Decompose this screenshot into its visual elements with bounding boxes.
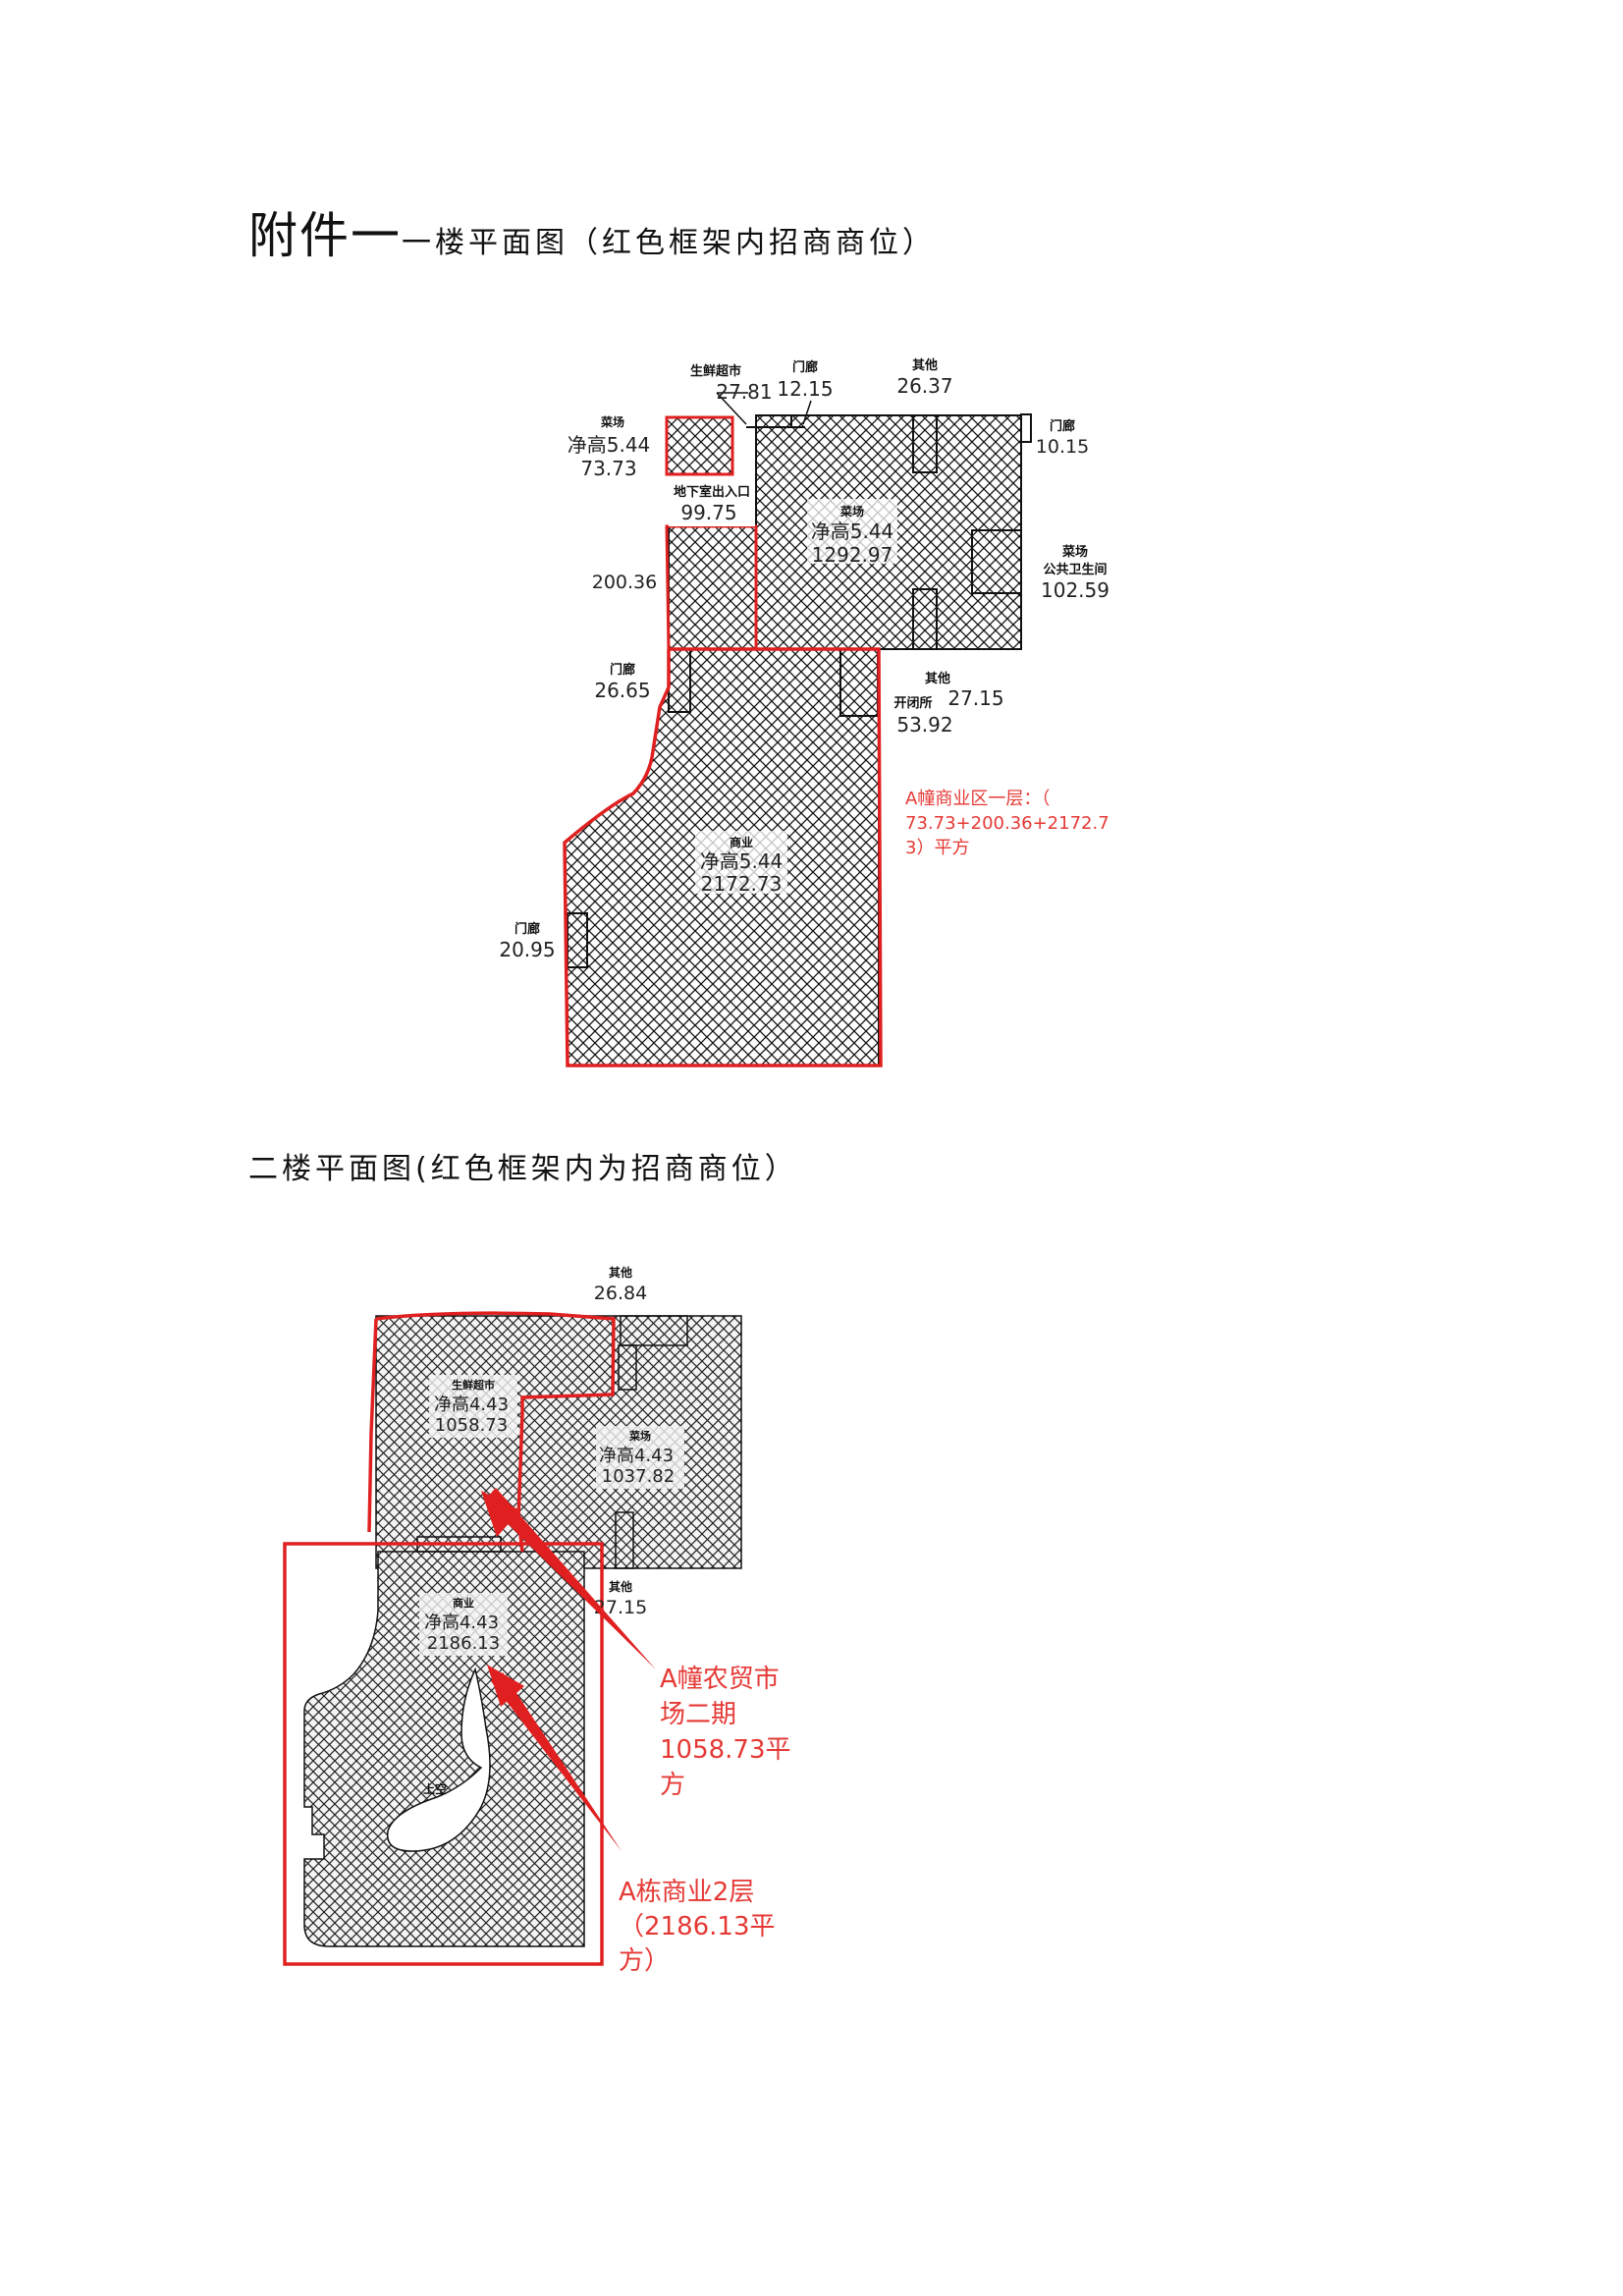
floor2-commerce-area bbox=[303, 1551, 585, 1947]
floor1-leader-lines bbox=[716, 392, 812, 425]
label-veg-left: 菜场 bbox=[600, 414, 624, 429]
floor1-annotation-line2: 73.73+200.36+2172.7 bbox=[905, 813, 1109, 834]
floor1-door-outline bbox=[1020, 413, 1032, 443]
arrow-to-supermarket bbox=[484, 1488, 656, 1669]
label-f2-veg-area: 1037.82 bbox=[602, 1466, 675, 1487]
label-supermarket: 生鲜超市 bbox=[690, 363, 741, 379]
f2-veg-label-bg bbox=[596, 1426, 684, 1489]
appendix-label: 附件一 bbox=[248, 207, 402, 264]
label-f2-other-bottom: 其他 bbox=[609, 1579, 632, 1594]
label-commerce: 商业 bbox=[730, 835, 753, 849]
underground-entrance-box bbox=[669, 479, 755, 526]
floor1-title: 一楼平面图（红色框架内招商商位） bbox=[402, 226, 936, 260]
label-area-200: 200.36 bbox=[592, 572, 657, 593]
veg-main-label-bg bbox=[807, 499, 897, 564]
floor2-title: 二楼平面图(红色框架内为招商商位） bbox=[248, 1152, 798, 1186]
commerce-label-bg bbox=[695, 831, 787, 894]
floor1-porch-lines bbox=[746, 415, 805, 428]
label-toilet: 公共卫生间 bbox=[1043, 562, 1107, 577]
floor1-veg-small-area bbox=[666, 416, 733, 475]
label-void: 上空 bbox=[423, 1781, 447, 1796]
label-underground-area: 99.75 bbox=[680, 501, 736, 524]
floor2-room-outline bbox=[620, 1315, 688, 1346]
floor2-annotation-market-line1: A幢农贸市 bbox=[660, 1665, 780, 1694]
floor1-red-frame-commerce bbox=[563, 647, 883, 1067]
label-veg-right: 菜场 bbox=[1061, 544, 1088, 560]
label-veg-left-area: 73.73 bbox=[580, 457, 636, 480]
floor2-red-frame-supermarket bbox=[367, 1311, 616, 1553]
f2-commerce-label-bg bbox=[419, 1593, 508, 1656]
floor2-room-outline bbox=[615, 1511, 634, 1569]
floor2-annotation-commerce-line1: A栋商业2层 bbox=[619, 1878, 754, 1907]
floor2-upper-area bbox=[375, 1315, 742, 1569]
label-veg-main-height: 净高5.44 bbox=[811, 519, 894, 543]
label-veg-main-area: 1292.97 bbox=[812, 543, 893, 567]
floor1-toilet-outline bbox=[971, 529, 1022, 594]
label-toilet-area: 102.59 bbox=[1041, 578, 1109, 602]
label-commerce-area: 2172.73 bbox=[701, 872, 783, 896]
floor1-room-outline bbox=[912, 588, 938, 650]
label-other-mid: 其他 bbox=[925, 671, 950, 686]
label-door-mid-area: 26.65 bbox=[594, 679, 650, 702]
floor1-red-frame-small bbox=[665, 415, 734, 476]
label-other-top: 其他 bbox=[912, 357, 938, 373]
label-door-right: 门廊 bbox=[1050, 418, 1075, 434]
floor2-annotation-market-line2: 场二期 bbox=[660, 1700, 736, 1729]
label-f2-other-bottom-area: 27.15 bbox=[594, 1597, 647, 1618]
label-door-bottom-area: 20.95 bbox=[499, 938, 555, 961]
label-f2-supermarket-area: 1058.73 bbox=[435, 1415, 508, 1436]
floor1-heading: 附件一一楼平面图（红色框架内招商商位） bbox=[248, 196, 936, 267]
floor1-area-200 bbox=[668, 525, 757, 650]
label-f2-other-top-area: 26.84 bbox=[594, 1283, 647, 1304]
label-other-top-area: 26.37 bbox=[896, 374, 952, 398]
floor2-annotation-commerce-line2: （2186.13平 bbox=[619, 1912, 776, 1941]
label-door-mid: 门廊 bbox=[610, 662, 635, 678]
f2-supermarket-label-bg bbox=[429, 1375, 517, 1438]
label-door-top-area: 12.15 bbox=[777, 377, 833, 401]
label-f2-veg-height: 净高4.43 bbox=[599, 1446, 674, 1466]
label-commerce-height: 净高5.44 bbox=[700, 849, 784, 873]
label-veg-main: 菜场 bbox=[839, 504, 864, 519]
floor1-annotation-line3: 3）平方 bbox=[905, 838, 969, 858]
label-f2-other-top: 其他 bbox=[609, 1265, 632, 1280]
label-underground: 地下室出入口 bbox=[674, 484, 750, 500]
floor2-annotation-market-line3: 1058.73平 bbox=[660, 1735, 791, 1765]
arrow-to-commerce bbox=[491, 1672, 622, 1851]
label-switch-room: 开闭所 bbox=[893, 695, 932, 711]
label-supermarket-area: 27.81 bbox=[716, 380, 772, 404]
floor2-plan: 上空 其他 26.84 生鲜超市 净高4.43 1058.73 菜场 净高4.4… bbox=[283, 1265, 791, 1976]
floor2-room-outline bbox=[618, 1344, 637, 1391]
label-veg-left-height: 净高5.44 bbox=[568, 433, 651, 457]
floor1-plan: 生鲜超市 27.81 门廊 12.15 其他 26.37 菜场 净高5.44 7… bbox=[499, 357, 1109, 1067]
label-f2-supermarket-height: 净高4.43 bbox=[434, 1394, 509, 1415]
arrow-head-commerce bbox=[487, 1665, 524, 1707]
label-f2-commerce-area: 2186.13 bbox=[427, 1633, 500, 1654]
floor1-room-outline bbox=[912, 414, 938, 473]
floor2-red-frame-commerce bbox=[283, 1542, 604, 1966]
floor2-void bbox=[386, 1667, 491, 1852]
label-door-right-area: 10.15 bbox=[1036, 436, 1089, 458]
label-f2-supermarket: 生鲜超市 bbox=[452, 1378, 495, 1392]
label-other-mid-area: 27.15 bbox=[947, 686, 1003, 710]
label-f2-commerce-height: 净高4.43 bbox=[424, 1613, 499, 1633]
label-f2-commerce: 商业 bbox=[453, 1596, 474, 1610]
label-door-bottom: 门廊 bbox=[514, 921, 540, 937]
floor2-annotation-commerce-line3: 方） bbox=[619, 1946, 670, 1976]
label-f2-veg: 菜场 bbox=[628, 1429, 651, 1443]
floor1-annotation-line1: A幢商业区一层：（ bbox=[905, 789, 1050, 809]
label-door-top: 门廊 bbox=[792, 359, 818, 375]
label-switch-room-area: 53.92 bbox=[896, 713, 952, 737]
arrow-head-supermarket bbox=[481, 1491, 520, 1537]
floor2-annotation-market-line4: 方 bbox=[660, 1771, 685, 1800]
